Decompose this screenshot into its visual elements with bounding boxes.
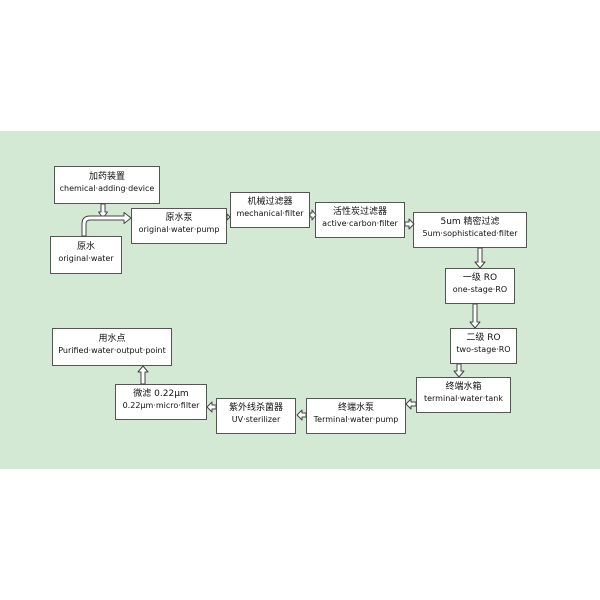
node-label-zh: 终端水箱 — [445, 382, 482, 392]
node-label-en: terminal·water·tank — [423, 394, 504, 403]
node-label-en: original·water·pump — [138, 225, 220, 234]
node-label-en: active·carbon·filter — [322, 219, 398, 228]
node-5um-sophisticated-filter: 5um 精密过滤 5um·sophisticated·filter — [413, 212, 527, 248]
node-label-en: original·water — [58, 254, 114, 263]
node-label-zh: 二级 RO — [466, 333, 501, 343]
node-label-en: two-stage·RO — [456, 345, 511, 354]
node-uv-sterilizer: 紫外线杀菌器 UV·sterilizer — [216, 398, 296, 434]
node-label-zh: 加药装置 — [88, 172, 125, 182]
node-label-en: Terminal·water·pump — [313, 415, 399, 424]
node-chemical-adding-device: 加药装置 chemical·adding·device — [54, 166, 160, 204]
node-label-en: 5um·sophisticated·filter — [422, 229, 518, 238]
node-label-zh: 终端水泵 — [337, 403, 374, 413]
node-label-en: one-stage·RO — [452, 285, 508, 294]
node-terminal-water-tank: 终端水箱 terminal·water·tank — [416, 377, 511, 413]
node-label-zh: 原水泵 — [165, 213, 193, 223]
node-label-zh: 机械过滤器 — [247, 197, 293, 207]
node-label-zh: 原水 — [76, 242, 95, 252]
node-original-water-pump: 原水泵 original·water·pump — [131, 208, 227, 244]
node-label-zh: 用水点 — [98, 334, 126, 344]
node-label-en: UV·sterilizer — [231, 415, 281, 424]
node-label-en: 0.22μm·micro·filter — [122, 401, 200, 410]
node-original-water: 原水 original·water — [50, 236, 122, 274]
node-terminal-water-pump: 终端水泵 Terminal·water·pump — [306, 398, 406, 434]
node-label-en: chemical·adding·device — [59, 184, 155, 193]
node-label-zh: 微滤 0.22μm — [133, 389, 189, 399]
node-one-stage-ro: 一级 RO one-stage·RO — [445, 268, 515, 304]
node-label-zh: 活性炭过滤器 — [332, 207, 387, 217]
node-active-carbon-filter: 活性炭过滤器 active·carbon·filter — [315, 202, 405, 238]
node-label-zh: 紫外线杀菌器 — [228, 403, 283, 413]
node-label-en: Purified·water·output·point — [58, 346, 166, 355]
node-micro-filter: 微滤 0.22μm 0.22μm·micro·filter — [115, 384, 207, 420]
node-label-zh: 一级 RO — [462, 273, 498, 283]
node-purified-water-output-point: 用水点 Purified·water·output·point — [52, 328, 172, 366]
node-two-stage-ro: 二级 RO two-stage·RO — [450, 328, 517, 364]
node-label-zh: 5um 精密过滤 — [440, 217, 500, 227]
node-mechanical-filter: 机械过滤器 mechanical·filter — [230, 192, 310, 228]
node-label-en: mechanical·filter — [236, 209, 304, 218]
